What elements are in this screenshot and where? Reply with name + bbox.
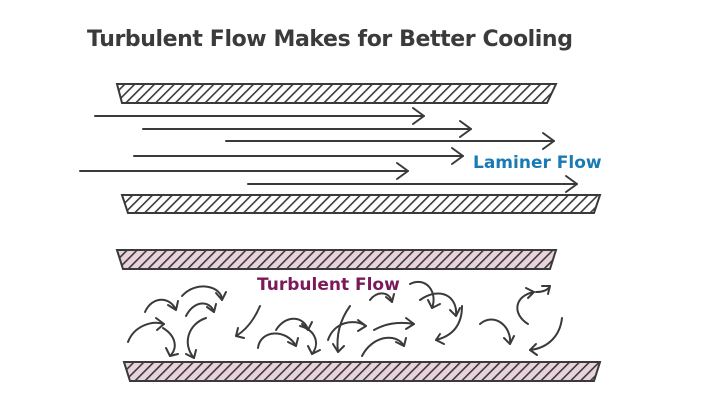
swirl-arrow xyxy=(529,317,563,356)
swirl-arrow xyxy=(185,302,217,317)
swirl-arrow xyxy=(479,318,515,345)
laminar-arrow xyxy=(225,132,555,150)
laminar-bottom-wall xyxy=(120,194,602,214)
laminar-arrow xyxy=(133,147,464,165)
swirl-arrow xyxy=(235,305,261,339)
swirl-arrow xyxy=(299,325,321,355)
laminar-arrow xyxy=(94,107,425,125)
swirl-arrow xyxy=(144,298,179,313)
laminar-arrow xyxy=(142,120,472,138)
turbulent-top-wall xyxy=(115,249,558,270)
swirl-arrow xyxy=(327,319,367,341)
swirl-arrow xyxy=(535,285,551,295)
swirl-arrow xyxy=(127,317,165,343)
swirl-arrow xyxy=(185,317,207,359)
laminar-flow-arrows xyxy=(79,107,578,193)
swirl-arrow xyxy=(361,336,407,357)
turbulent-flow-label: Turbulent Flow xyxy=(257,275,400,295)
laminar-arrow xyxy=(247,175,578,193)
diagram-title: Turbulent Flow Makes for Better Cooling xyxy=(87,27,573,52)
swirl-arrow xyxy=(181,285,227,301)
turbulent-bottom-wall xyxy=(122,361,602,382)
laminar-flow-label: Laminer Flow xyxy=(473,153,602,173)
turbulent-flow-arrows xyxy=(127,281,563,359)
swirl-arrow xyxy=(162,327,179,357)
swirl-arrow xyxy=(257,332,299,349)
swirl-arrow xyxy=(369,292,395,303)
laminar-arrow xyxy=(79,162,409,180)
swirl-arrow xyxy=(373,317,415,331)
swirl-arrow xyxy=(409,281,441,309)
swirl-arrow xyxy=(435,305,463,345)
swirl-arrow xyxy=(516,287,535,325)
swirl-arrow xyxy=(332,305,351,353)
swirl-arrow xyxy=(419,292,461,317)
laminar-top-wall xyxy=(115,83,558,104)
